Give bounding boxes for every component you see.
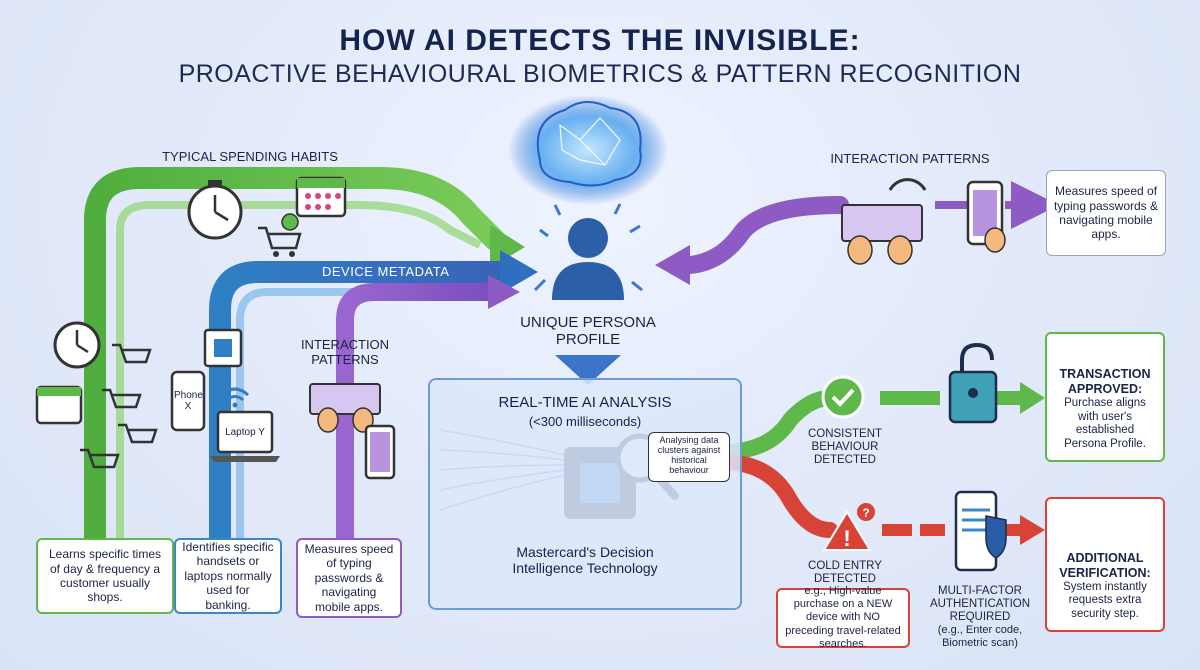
warning-icon: ! ?: [822, 503, 875, 551]
consistent-behaviour-label: CONSISTENT BEHAVIOUR DETECTED: [807, 428, 883, 467]
decision-intelligence-label: Mastercard's Decision Intelligence Techn…: [512, 544, 658, 577]
transaction-approved-title: TRANSACTION APPROVED:: [1059, 366, 1151, 396]
phone-icon: [170, 370, 206, 432]
additional-verification-desc: System instantly requests extra security…: [1063, 580, 1147, 621]
analysis-title: REAL-TIME AI ANALYSIS: [498, 394, 672, 411]
clock-icon: [53, 321, 101, 369]
device-description-box: Identifies specific handsets or laptops …: [174, 538, 282, 614]
additional-verification-box: ADDITIONAL VERIFICATION: System instantl…: [1045, 497, 1165, 632]
purple-interaction-flow-left: [336, 275, 520, 549]
device-metadata-label: DEVICE METADATA: [322, 264, 450, 279]
shopping-cart-icon: [258, 213, 302, 257]
interaction-patterns-left-label: INTERACTION PATTERNS: [300, 337, 390, 367]
phone-name: Phone X: [174, 390, 203, 412]
interaction-right-description-box: Measures speed of typing passwords & nav…: [1046, 170, 1166, 256]
interaction-patterns-right-label: INTERACTION PATTERNS: [830, 151, 990, 166]
purple-interaction-flow-right: [655, 181, 1059, 285]
wifi-icon: [220, 387, 250, 408]
down-arrow: [555, 355, 621, 385]
ai-brain-icon: [508, 95, 668, 205]
real-time-analysis-panel: REAL-TIME AI ANALYSIS (<300 milliseconds…: [428, 378, 742, 610]
calendar-icon-small: [35, 385, 83, 425]
laptop-icon: [210, 410, 280, 462]
chip-icon: [203, 328, 243, 368]
keyboard-hands-icon: [309, 383, 381, 433]
page-subtitle: PROACTIVE BEHAVIOURAL BIOMETRICS & PATTE…: [178, 60, 1022, 88]
mfa-required-label: MULTI-FACTOR AUTHENTICATION REQUIRED: [929, 585, 1031, 624]
checkmark-icon: [821, 375, 865, 419]
laptop-name: Laptop Y: [225, 427, 265, 438]
transaction-approved-box: TRANSACTION APPROVED: Purchase aligns wi…: [1045, 332, 1165, 462]
keyboard-hands-icon-right: [841, 178, 927, 265]
page-title: HOW AI DETECTS THE INVISIBLE:: [339, 24, 861, 57]
red-outcome-flow: [714, 454, 1045, 545]
interaction-left-description-box: Measures speed of typing passwords & nav…: [296, 538, 402, 618]
padlock-open-icon: [948, 342, 998, 424]
smartphone-touch-icon: [364, 424, 396, 480]
cart-icons-column: [80, 343, 158, 469]
persona-profile-label: UNIQUE PERSONA PROFILE: [520, 314, 656, 349]
transaction-approved-desc: Purchase aligns with user's established …: [1064, 396, 1146, 451]
green-spending-flow: [84, 167, 525, 551]
calendar-icon: [295, 176, 347, 218]
spending-habits-label: TYPICAL SPENDING HABITS: [162, 149, 338, 164]
additional-verification-title: ADDITIONAL VERIFICATION:: [1059, 550, 1151, 580]
cold-entry-label: COLD ENTRY DETECTED: [808, 560, 882, 586]
svg-text:?: ?: [862, 506, 869, 520]
spending-description-box: Learns specific times of day & frequency…: [36, 538, 174, 614]
svg-text:!: !: [843, 526, 850, 551]
stopwatch-icon: [187, 180, 243, 240]
mfa-example-label: (e.g., Enter code, Biometric scan): [937, 624, 1023, 649]
cold-entry-example-box: e.g., High-value purchase on a NEW devic…: [776, 585, 910, 650]
mfa-phone-icon: [954, 490, 1007, 572]
green-outcome-flow: [714, 382, 1045, 460]
blue-device-flow: [209, 250, 538, 551]
smartphone-touch-icon-right: [966, 180, 1006, 253]
analysis-latency: (<300 milliseconds): [528, 414, 642, 429]
analysis-speech-bubble: Analysing data clusters against historic…: [648, 432, 730, 482]
persona-silhouette-icon: [533, 203, 643, 300]
